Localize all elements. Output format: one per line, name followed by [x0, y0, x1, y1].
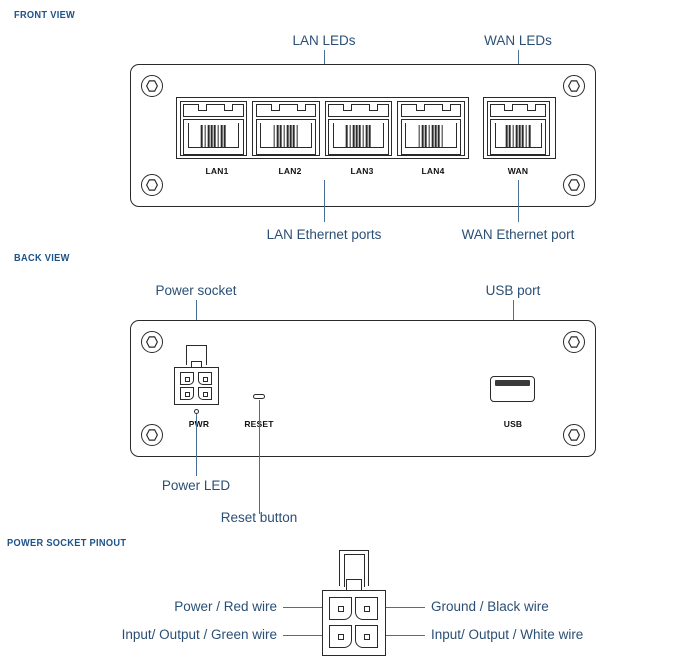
pinout-connector — [322, 550, 386, 656]
callout-lan-leds: LAN LEDs — [292, 33, 356, 48]
wan-port[interactable] — [486, 100, 550, 156]
lan-port-block — [176, 97, 469, 159]
callout-lan-ethernet-ports: LAN Ethernet ports — [266, 227, 382, 242]
pinout-label-top-right: Ground / Black wire — [431, 599, 549, 614]
power-socket-body — [174, 367, 219, 405]
port-label-lan4: LAN4 — [421, 166, 445, 176]
power-socket-pin-bottom-right — [198, 387, 212, 400]
silkscreen-usb: USB — [503, 419, 523, 429]
port-label-lan2: LAN2 — [278, 166, 302, 176]
screw-icon-front-top-left — [141, 75, 163, 97]
power-socket[interactable] — [174, 345, 219, 405]
lan1-led-strip — [183, 104, 244, 117]
silkscreen-pwr: PWR — [188, 419, 210, 429]
pinout-label-bottom-right: Input/ Output / White wire — [431, 627, 584, 642]
wan-jack — [490, 118, 546, 155]
leader-line-pin-bottom-right — [373, 635, 425, 636]
callout-reset-button: Reset button — [220, 510, 298, 525]
silkscreen-reset: RESET — [244, 419, 273, 429]
callout-wan-ethernet-port: WAN Ethernet port — [461, 227, 575, 242]
lan3-led-strip — [328, 104, 389, 117]
pinout-label-top-left: Power / Red wire — [174, 599, 277, 614]
callout-power-socket: Power socket — [155, 283, 237, 298]
callout-wan-leds: WAN LEDs — [484, 33, 552, 48]
power-socket-pin-bottom-left — [180, 387, 194, 400]
reset-button[interactable] — [253, 394, 265, 399]
pinout-pin-bottom-right — [355, 625, 378, 648]
pinout-body — [322, 590, 386, 656]
screw-icon-front-bottom-right — [563, 174, 585, 196]
port-label-lan1: LAN1 — [205, 166, 229, 176]
lan2-jack — [255, 118, 316, 155]
section-header-power-socket-pinout: POWER SOCKET PINOUT — [7, 537, 127, 549]
lan1-jack — [183, 118, 244, 155]
leader-line-power-led — [196, 414, 197, 476]
port-label-wan: WAN — [507, 166, 529, 176]
leader-line-lan-ethernet-ports — [324, 180, 325, 222]
usb-port[interactable] — [490, 376, 535, 402]
screw-icon-back-bottom-left — [141, 424, 163, 446]
wan-port-block — [483, 97, 556, 159]
pinout-latch-inner — [343, 553, 365, 587]
leader-line-wan-ethernet-port — [518, 180, 519, 222]
lan4-led-strip — [400, 104, 461, 117]
leader-line-pin-top-right — [373, 607, 425, 608]
lan-port-1[interactable] — [179, 100, 247, 156]
screw-icon-back-bottom-right — [563, 424, 585, 446]
screw-icon-front-top-right — [563, 75, 585, 97]
lan-port-2[interactable] — [252, 100, 320, 156]
screw-icon-back-top-left — [141, 331, 163, 353]
power-socket-pin-top-left — [180, 372, 194, 385]
pinout-pin-bottom-left — [329, 625, 352, 648]
lan-port-4[interactable] — [397, 100, 465, 156]
leader-line-reset-button — [259, 400, 260, 514]
power-socket-pin-top-right — [198, 372, 212, 385]
wan-led-strip — [490, 104, 546, 117]
lan2-led-strip — [255, 104, 316, 117]
screw-icon-back-top-right — [563, 331, 585, 353]
pinout-label-bottom-left: Input/ Output / Green wire — [121, 627, 277, 642]
callout-usb-port: USB port — [485, 283, 541, 298]
screw-icon-front-bottom-left — [141, 174, 163, 196]
lan-port-3[interactable] — [324, 100, 392, 156]
power-socket-latch-foot — [191, 361, 202, 368]
lan4-jack — [400, 118, 461, 155]
pinout-pin-top-left — [329, 597, 352, 620]
lan3-jack — [328, 118, 389, 155]
leader-line-pin-top-left — [283, 607, 335, 608]
port-label-lan3: LAN3 — [350, 166, 374, 176]
pinout-pin-top-right — [355, 597, 378, 620]
callout-power-led: Power LED — [161, 478, 231, 493]
power-led-indicator — [194, 409, 199, 414]
leader-line-pin-bottom-left — [283, 635, 335, 636]
section-header-back-view: BACK VIEW — [14, 252, 70, 264]
section-header-front-view: FRONT VIEW — [14, 9, 76, 21]
power-socket-latch — [186, 345, 207, 365]
pinout-latch-foot — [346, 579, 362, 591]
